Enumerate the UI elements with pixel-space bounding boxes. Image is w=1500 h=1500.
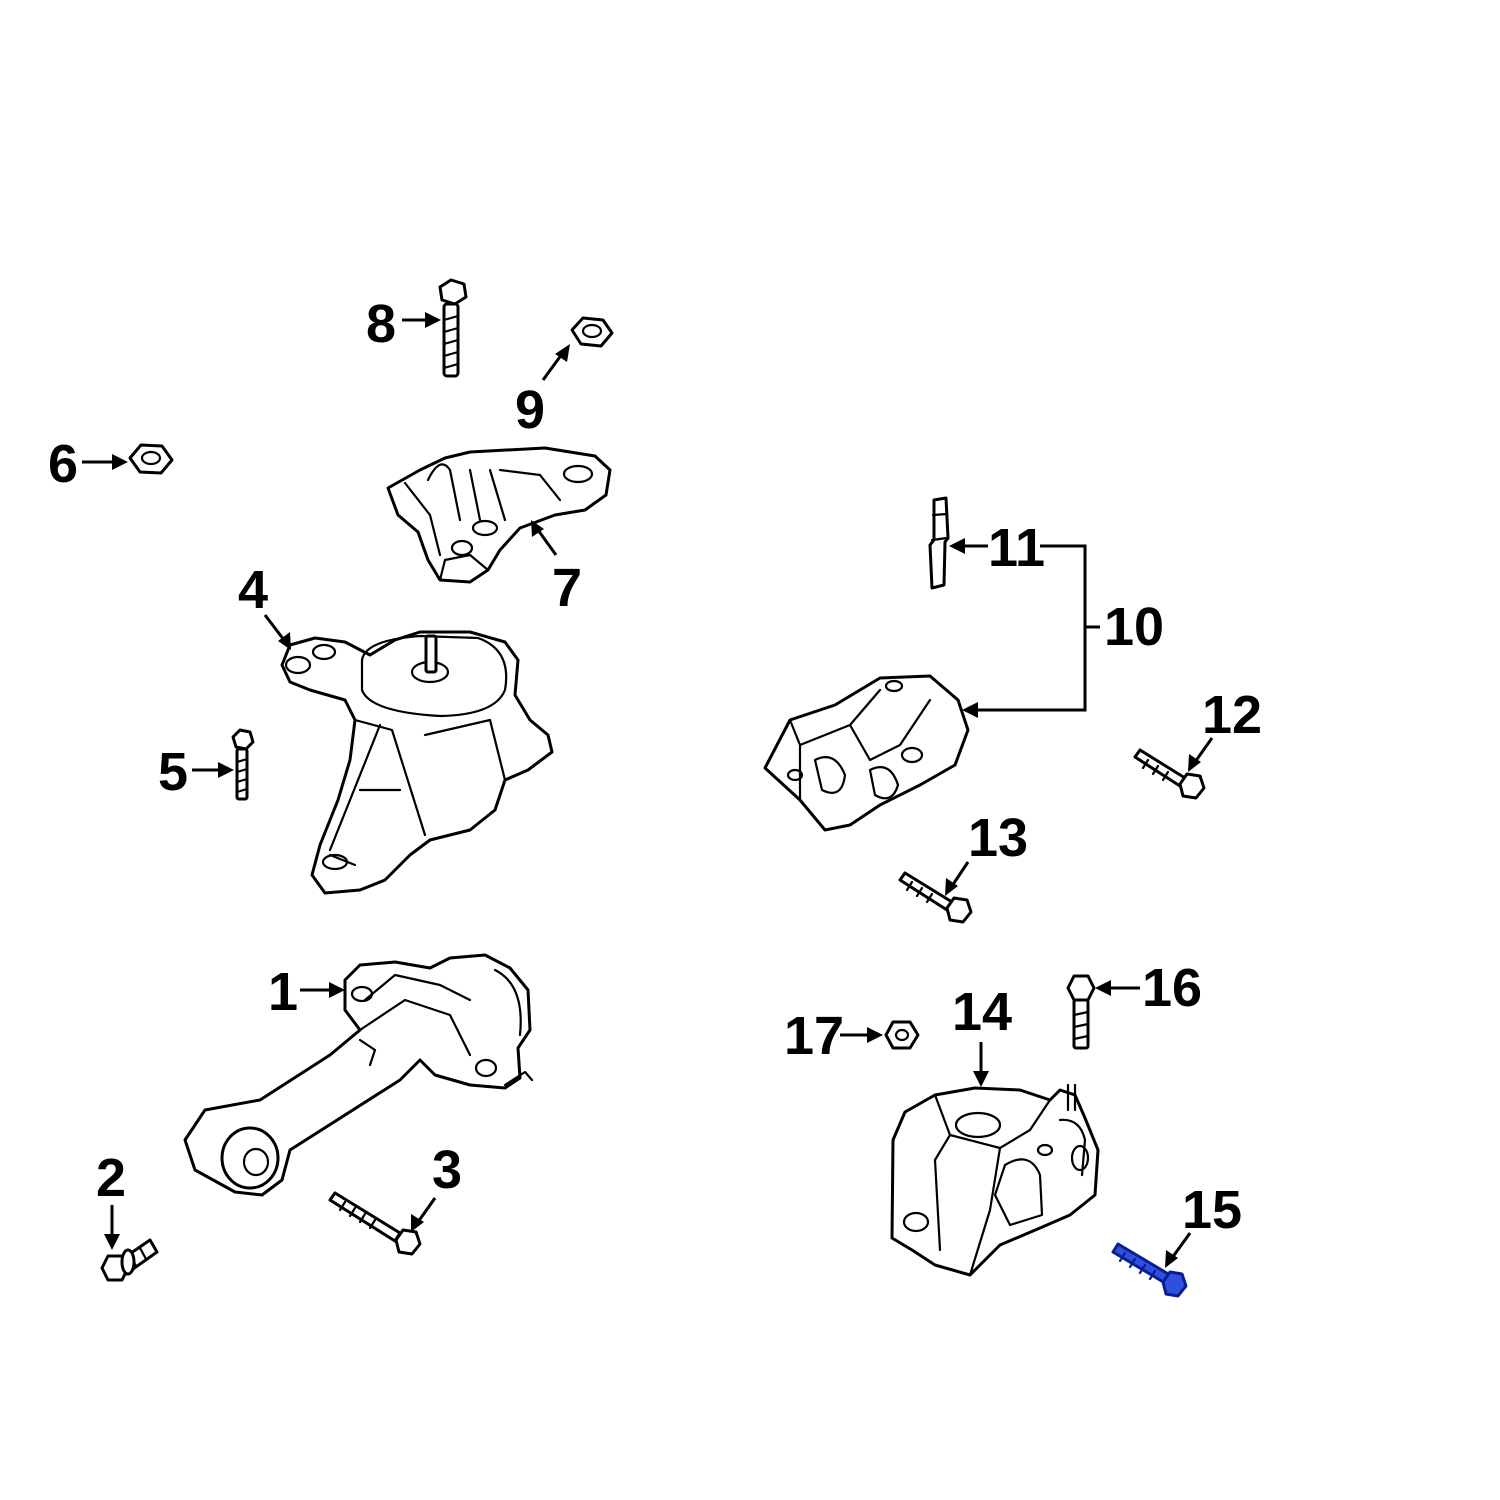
leader-lines: [82, 312, 1214, 1268]
part-17-nut[interactable]: [884, 1020, 920, 1050]
part-3-bolt[interactable]: [328, 1191, 422, 1256]
callout-1: 1: [268, 962, 298, 1022]
part-11-stud[interactable]: [928, 496, 950, 590]
callout-5: 5: [158, 742, 188, 802]
callout-7: 7: [552, 558, 582, 618]
part-12-bolt[interactable]: [1133, 748, 1206, 800]
part-2-bolt[interactable]: [100, 1238, 159, 1282]
callout-3: 3: [432, 1140, 462, 1200]
part-1-torque-mount[interactable]: [183, 953, 534, 1197]
callout-14: 14: [952, 982, 1012, 1042]
callout-10: 10: [1104, 597, 1164, 657]
callout-labels: 1 2 3 4 5 6 7 8 9 10 11 12 13 14 15 16 1…: [48, 294, 1262, 1240]
callout-9: 9: [515, 380, 545, 440]
callout-11: 11: [988, 518, 1045, 578]
part-13-bolt[interactable]: [898, 871, 973, 924]
callout-15: 15: [1182, 1180, 1242, 1240]
callout-4: 4: [238, 560, 268, 620]
callout-16: 16: [1142, 958, 1202, 1018]
callout-8: 8: [366, 294, 396, 354]
callout-13: 13: [968, 808, 1028, 868]
part-6-nut[interactable]: [128, 443, 174, 475]
callout-2: 2: [96, 1148, 126, 1208]
part-4-mount[interactable]: [280, 630, 554, 895]
part-15-bolt-highlighted[interactable]: [1111, 1242, 1188, 1298]
part-5-bolt[interactable]: [231, 728, 255, 801]
part-8-bolt[interactable]: [438, 278, 468, 378]
callout-17: 17: [784, 1006, 844, 1066]
part-14-mount[interactable]: [890, 1083, 1100, 1277]
part-7-bracket[interactable]: [386, 446, 612, 584]
part-16-bolt[interactable]: [1066, 974, 1096, 1050]
part-9-nut[interactable]: [570, 316, 614, 348]
callout-12: 12: [1202, 685, 1262, 745]
part-10-mount-assembly[interactable]: [763, 674, 970, 832]
callout-6: 6: [48, 434, 78, 494]
